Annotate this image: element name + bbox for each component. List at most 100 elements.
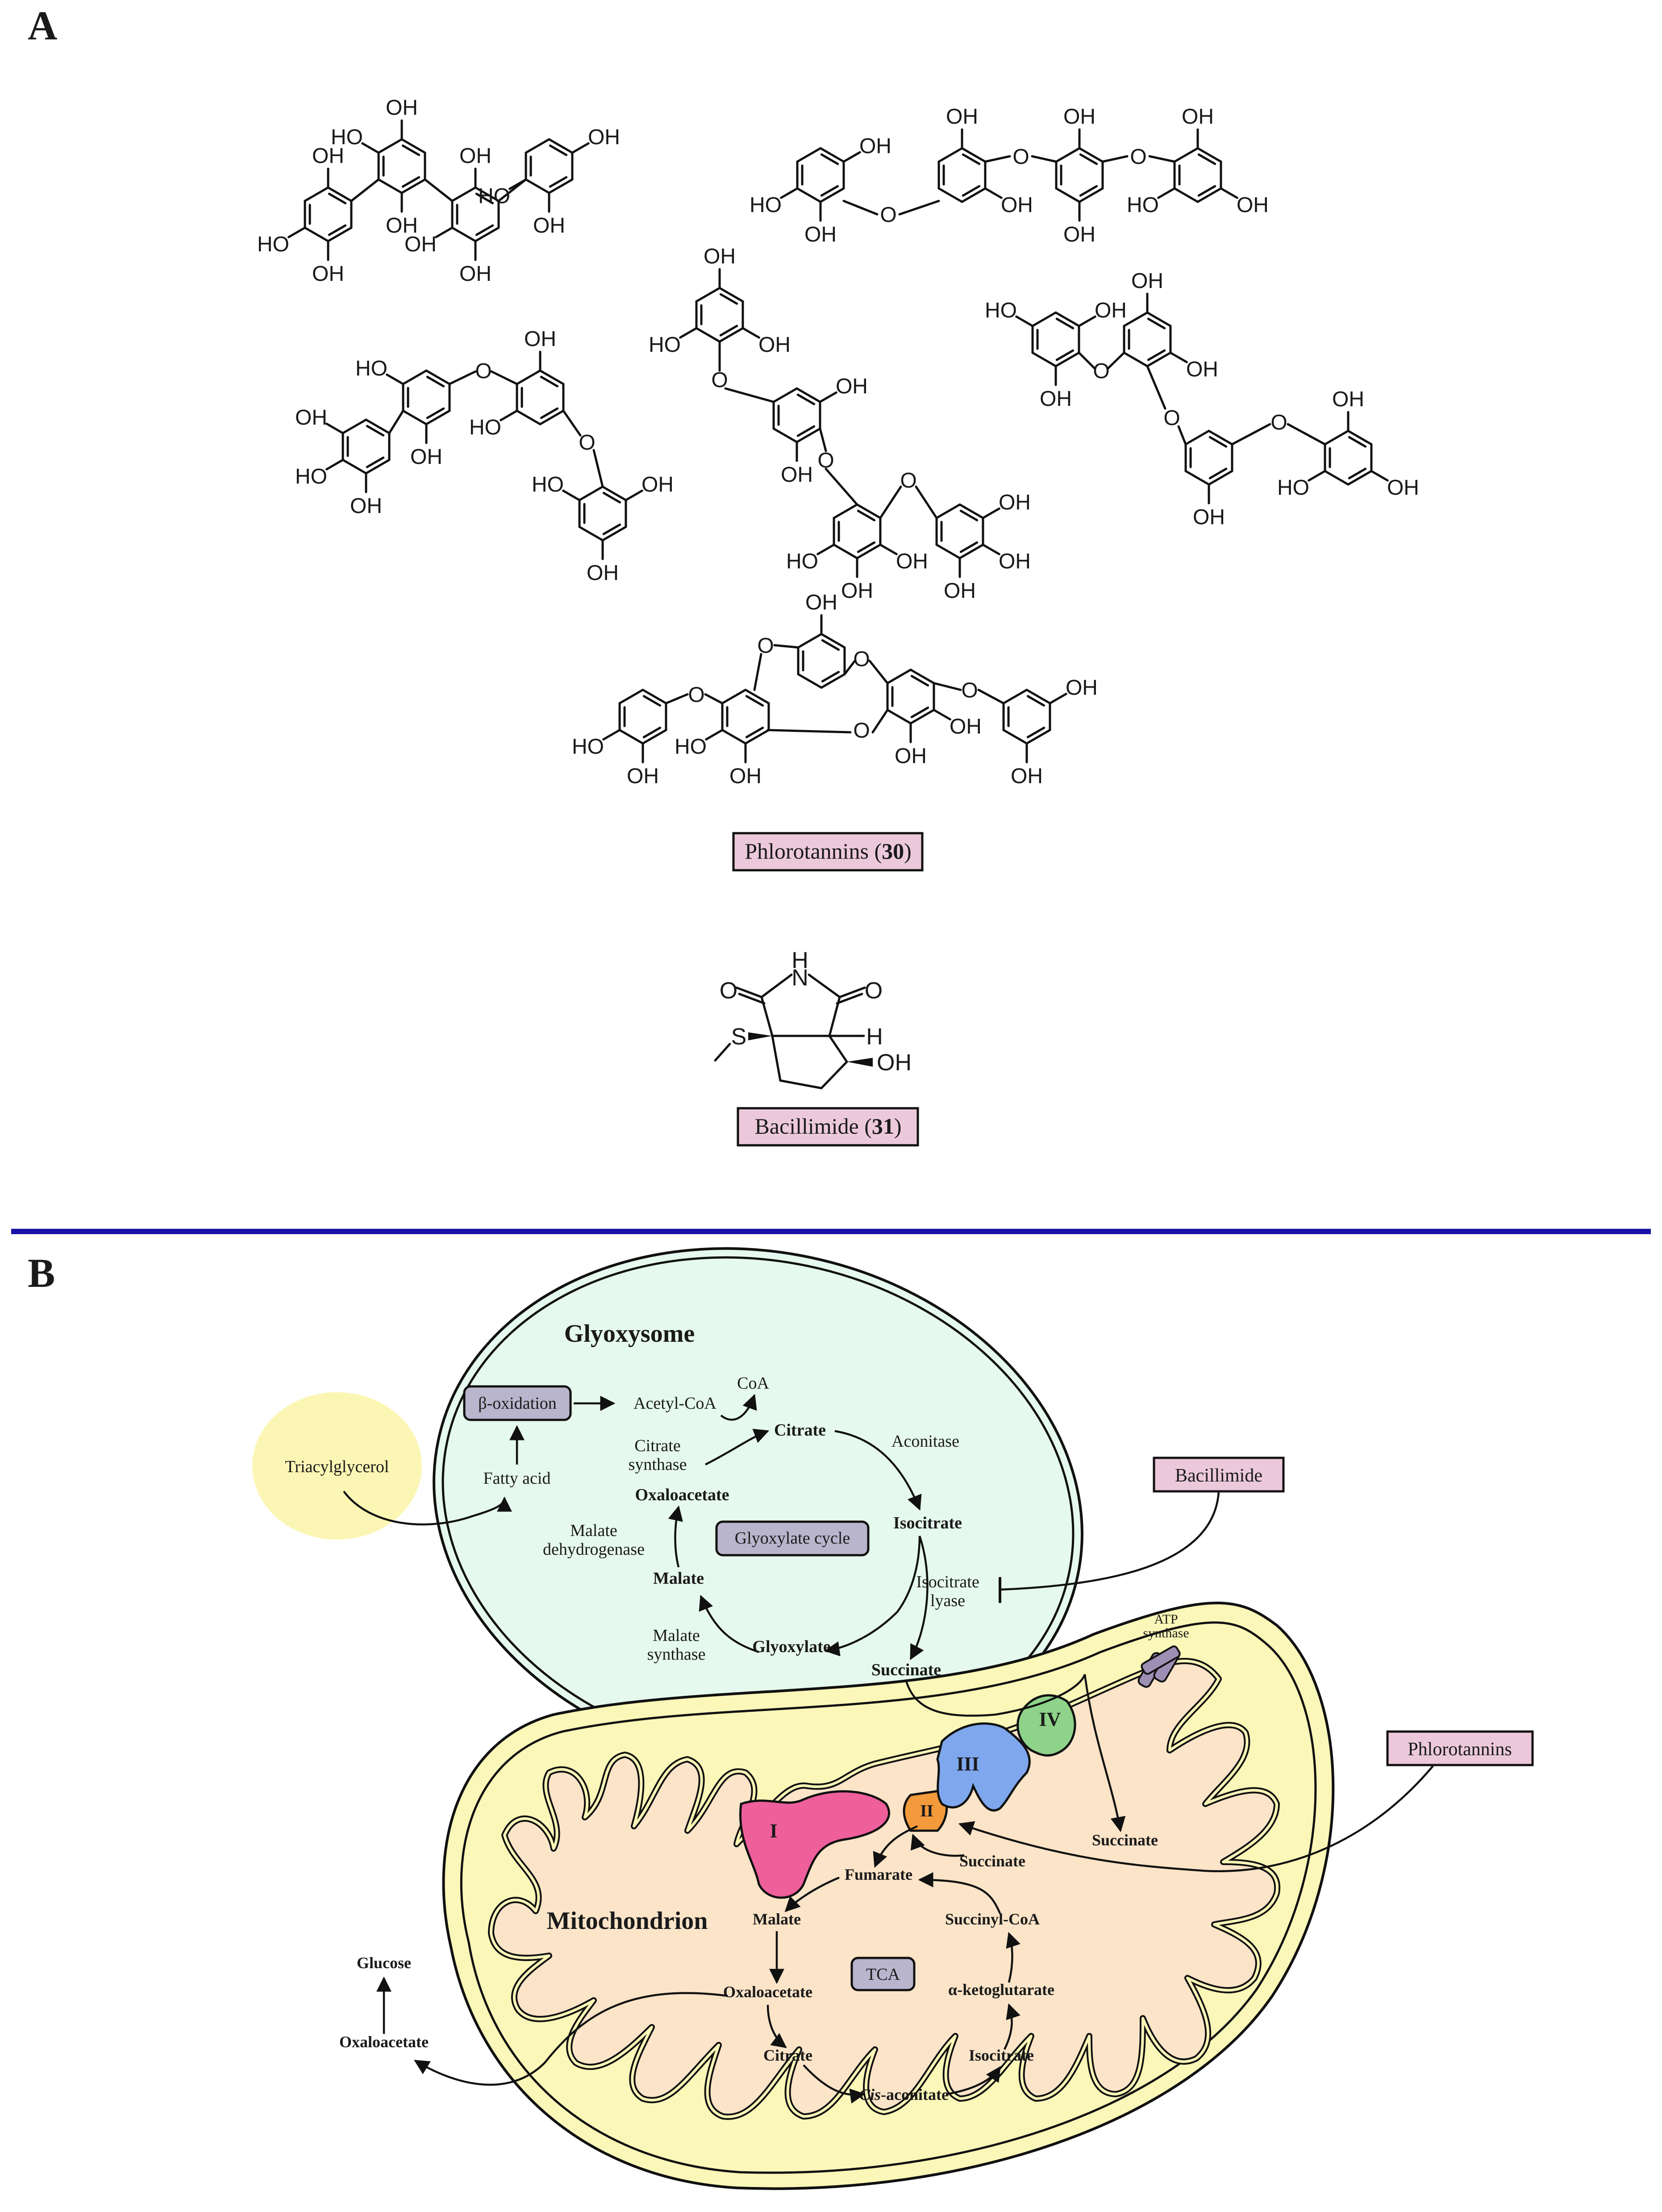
bond	[361, 142, 380, 154]
atom-label-oh: OH	[588, 125, 620, 149]
bond	[516, 369, 542, 385]
bond	[937, 147, 963, 163]
atom-label-oh: OH	[946, 105, 978, 129]
bond	[1078, 351, 1096, 370]
isocitrate-lyase-label-1: Isocitrate	[916, 1573, 979, 1591]
bond	[816, 543, 835, 555]
bond	[820, 185, 839, 197]
atom-label-oh: OH	[999, 550, 1031, 573]
bond	[304, 186, 329, 202]
bond	[1002, 729, 1028, 745]
complex-ii-label: II	[920, 1802, 933, 1820]
svg-text:Phlorotannins (30): Phlorotannins (30)	[745, 839, 912, 864]
bond	[741, 327, 760, 339]
svg-text:Bacillimide (31): Bacillimide (31)	[754, 1114, 901, 1139]
tca-succinate-outer-label: Succinate	[1092, 1831, 1158, 1849]
atom-label-oh: OH	[404, 233, 437, 256]
tca-isocitrate-label: Isocitrate	[969, 2046, 1034, 2064]
oxaloacetate-label: Oxaloacetate	[635, 1486, 729, 1504]
bond	[962, 185, 981, 197]
complex-i-label: I	[770, 1820, 777, 1842]
bond	[982, 507, 1000, 519]
bond	[549, 144, 568, 156]
bond	[1184, 470, 1210, 486]
bond	[601, 526, 627, 542]
bond	[871, 709, 889, 734]
phlorotannins-label-close: )	[904, 839, 912, 864]
atom-label-oh: OH	[312, 262, 344, 286]
bond	[796, 425, 816, 437]
atom-label-oh: OH	[1063, 223, 1096, 246]
bond	[426, 407, 445, 419]
bond	[388, 409, 404, 434]
bond	[909, 668, 935, 684]
atom-label-oh: OH	[729, 764, 762, 788]
bond	[1347, 470, 1373, 486]
bond	[959, 541, 979, 553]
bond	[525, 178, 550, 194]
malate-dh-label-2: dehydrogenase	[543, 1540, 645, 1559]
bond	[843, 659, 856, 676]
atom-label-ho: HO	[1277, 476, 1309, 500]
atom-label-oh: OH	[1066, 676, 1098, 700]
bond	[772, 427, 798, 443]
bacillimide-label: Bacillimide (31)	[737, 1107, 919, 1147]
complex-iv-label: IV	[1039, 1708, 1061, 1730]
bond	[402, 369, 428, 385]
bond	[642, 695, 662, 707]
bond	[1147, 317, 1166, 330]
tca-succinate-label: Succinate	[959, 1852, 1025, 1870]
bond	[718, 287, 744, 303]
bond	[571, 142, 590, 154]
citrate-label: Citrate	[774, 1421, 826, 1440]
atom-label-oh: OH	[627, 764, 659, 788]
bond	[1078, 315, 1096, 327]
bond	[578, 485, 604, 501]
bond	[1031, 311, 1057, 327]
bond	[1196, 187, 1222, 203]
bacillimide-s: S	[731, 1024, 747, 1050]
bond	[773, 644, 800, 649]
bond	[287, 226, 306, 238]
atom-label-ho: HO	[257, 233, 289, 256]
bond	[549, 176, 568, 188]
bond	[695, 327, 721, 343]
atom-label-oh: OH	[1131, 269, 1163, 293]
bond	[1123, 311, 1149, 327]
bond	[377, 138, 403, 154]
atom-label-o: O	[961, 679, 978, 702]
atom-label-oh: OH	[641, 473, 674, 497]
atom-label-oh: OH	[895, 744, 927, 768]
bond	[1055, 187, 1081, 203]
bond	[935, 503, 961, 519]
bond	[1287, 423, 1326, 446]
bond	[508, 178, 527, 190]
bond	[1079, 153, 1098, 165]
atom-label-oh: OH	[704, 245, 736, 268]
atom-label-o: O	[688, 683, 704, 707]
beta-oxidation-box	[463, 1385, 572, 1421]
bond	[325, 459, 344, 471]
bond	[819, 391, 837, 403]
bond	[705, 729, 724, 741]
bond	[819, 147, 845, 163]
bacillimide-n: N	[791, 965, 808, 991]
bond	[1173, 147, 1199, 163]
bond	[910, 706, 929, 718]
bond	[562, 409, 582, 437]
aconitase-label: Aconitase	[891, 1432, 959, 1451]
bond	[342, 418, 367, 434]
bond	[1208, 467, 1228, 480]
bond	[327, 186, 353, 202]
bond	[745, 695, 764, 707]
atom-label-oh: OH	[836, 375, 868, 398]
bond	[1146, 365, 1166, 410]
mitochondrion-title: Mitochondrion	[547, 1907, 708, 1935]
bond	[796, 393, 816, 405]
atom-label-oh: OH	[781, 463, 813, 487]
bond	[868, 659, 889, 684]
bond	[879, 543, 898, 555]
bond	[1148, 155, 1176, 163]
complex-iii-label: III	[956, 1753, 979, 1775]
atom-label-oh: OH	[859, 134, 891, 158]
